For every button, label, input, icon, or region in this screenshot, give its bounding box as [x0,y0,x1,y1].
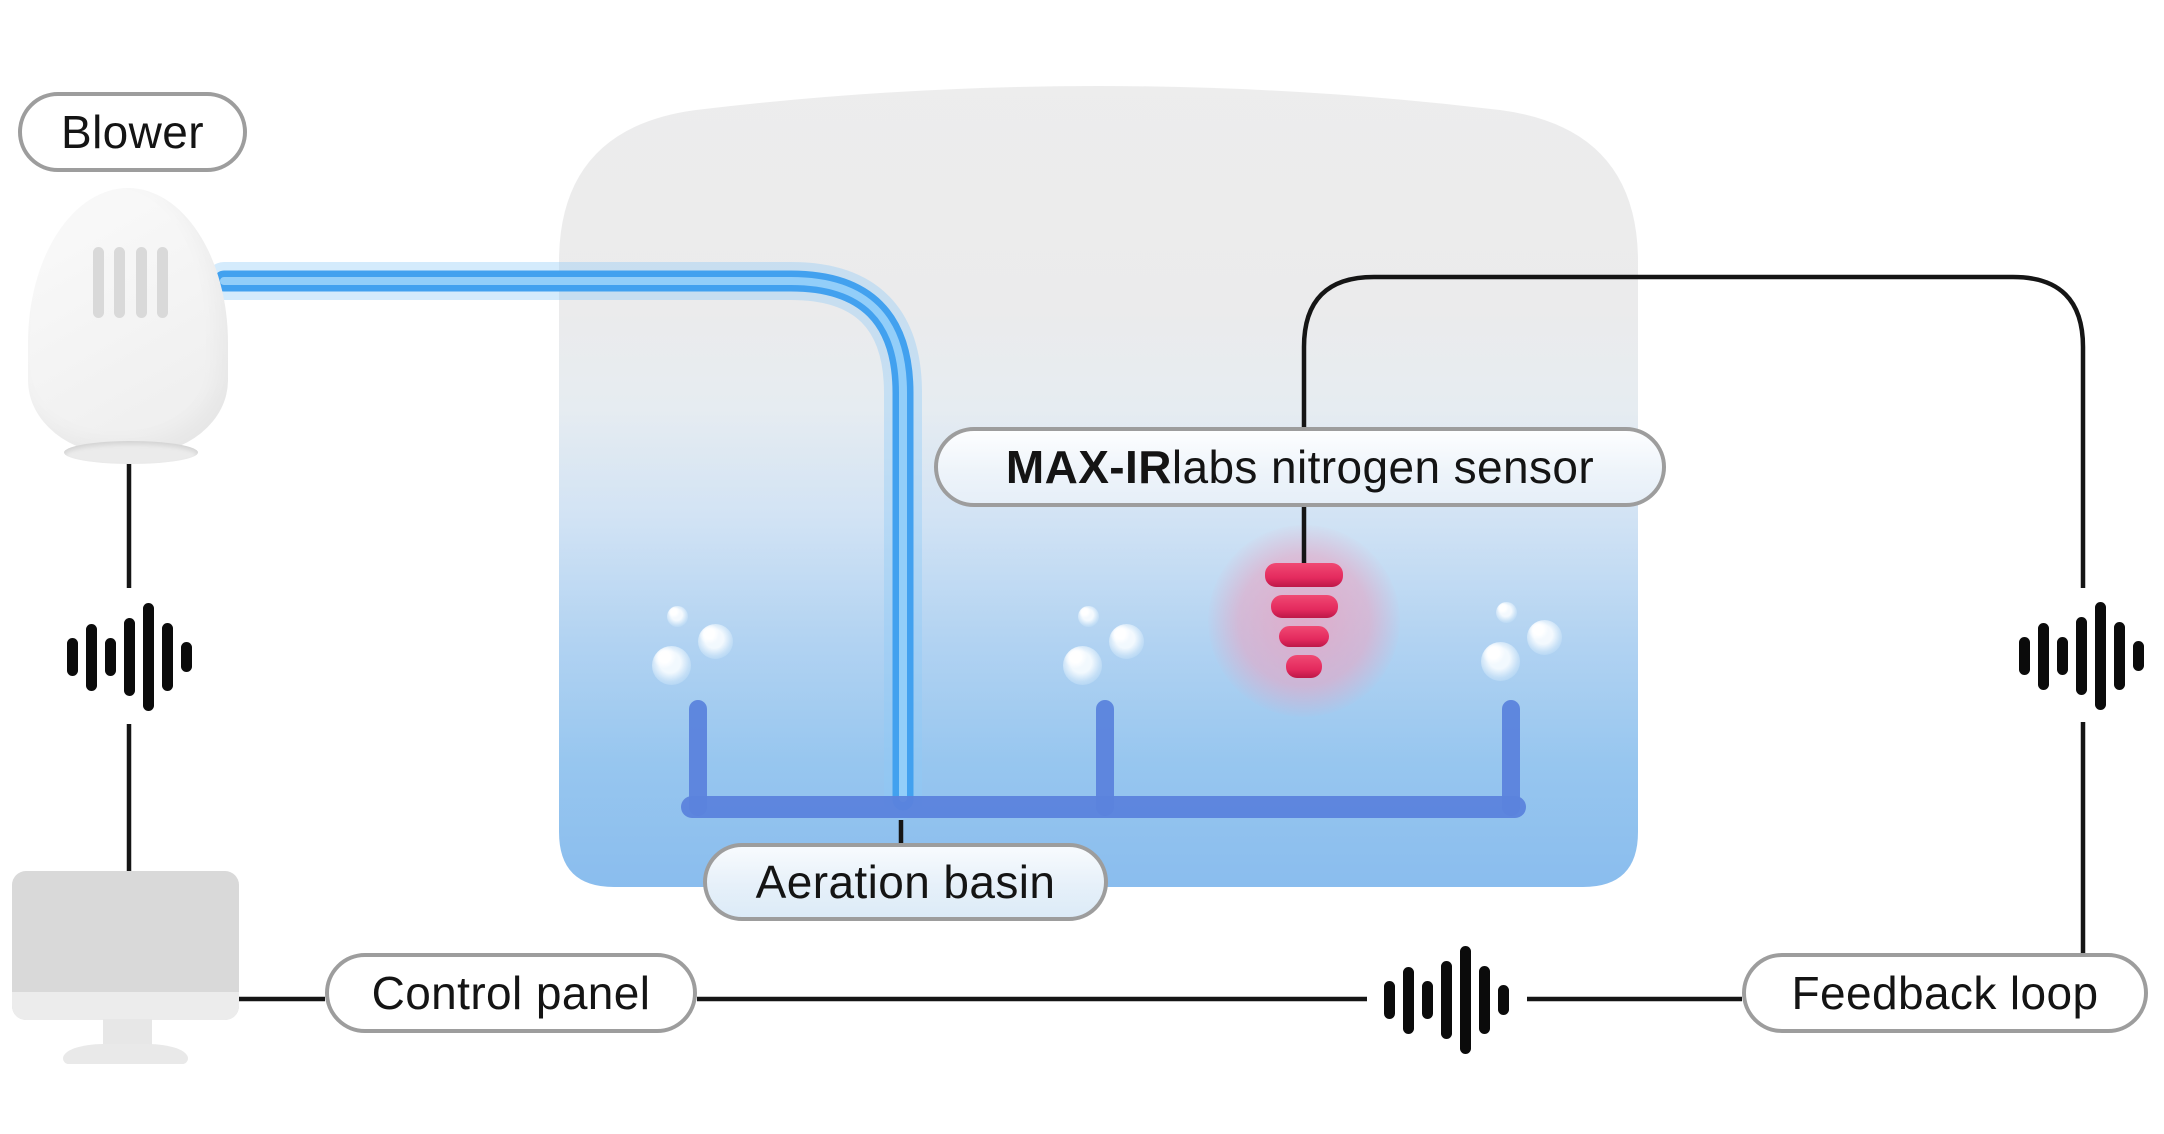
monitor-stand-base [63,1044,188,1064]
feedback-loop-label-pill: Feedback loop [1742,953,2148,1033]
sensor-bar [1265,563,1343,587]
blower-vent-slot [157,247,168,318]
waveform-bar [67,638,78,676]
waveform-bar [162,623,173,691]
waveform-bar [2095,602,2106,710]
signal-waveform-icon-right [2019,602,2144,710]
air-pipe-halo [205,262,922,819]
air-bubble [1527,620,1562,655]
sensor-brand-label: MAX-IR [1005,441,1172,493]
air-bubble [1063,646,1102,685]
signal-waveform-icon-bottom [1384,946,1509,1054]
air-pipe-highlight [220,277,907,802]
air-bubble [1496,602,1517,623]
waveform-bar [2133,641,2144,671]
nitrogen-sensor-probe-icon [1265,563,1343,678]
feedback-loop-label: Feedback loop [1791,967,2099,1019]
waveform-bar [86,623,97,691]
air-bubble [1078,606,1099,627]
air-bubble [667,606,688,627]
waveform-bar [1422,981,1433,1019]
waveform-bar [1479,966,1490,1034]
waveform-bar [2076,617,2087,695]
waveform-bar [124,618,135,696]
blower-label: Blower [60,106,204,158]
control-panel-label-pill: Control panel [325,953,697,1033]
waveform-bar [143,603,154,711]
blower-base-ellipse [64,441,198,464]
sensor-label: labs nitrogen sensor [1171,441,1595,493]
monitor-bottom-band [12,992,239,1020]
blower-vent-slot [114,247,125,318]
blower-label-pill: Blower [18,92,247,172]
waveform-bar [2057,637,2068,675]
waveform-bar [1441,961,1452,1039]
sensor-bar [1270,595,1338,618]
waveform-bar [1384,981,1395,1019]
signal-waveform-icon-left [67,603,192,711]
blower-vent-slot [136,247,147,318]
aeration-basin-label-pill: Aeration basin [703,843,1108,921]
control-panel-monitor-icon [12,871,239,1020]
aeration-basin-label: Aeration basin [755,856,1056,908]
air-bubble [698,624,733,659]
air-bubble [652,646,691,685]
air-pipe [213,270,914,811]
blower-vent-slot [93,247,104,318]
waveform-bar [1498,985,1509,1015]
waveform-bar [181,642,192,672]
waveform-bar [2114,622,2125,690]
air-bubble [1109,624,1144,659]
waveform-bar [2038,622,2049,690]
monitor-stand-neck [103,1019,152,1046]
blower-icon [28,188,228,455]
air-bubble [1481,642,1520,681]
waveform-bar [1403,966,1414,1034]
waveform-bar [105,638,116,676]
sensor-bar [1279,626,1329,647]
sensor-label-pill: MAX-IR labs nitrogen sensor [934,427,1666,507]
control-panel-label: Control panel [371,967,651,1019]
sensor-bar [1286,655,1322,678]
waveform-bar [1460,946,1471,1054]
waveform-bar [2019,637,2030,675]
